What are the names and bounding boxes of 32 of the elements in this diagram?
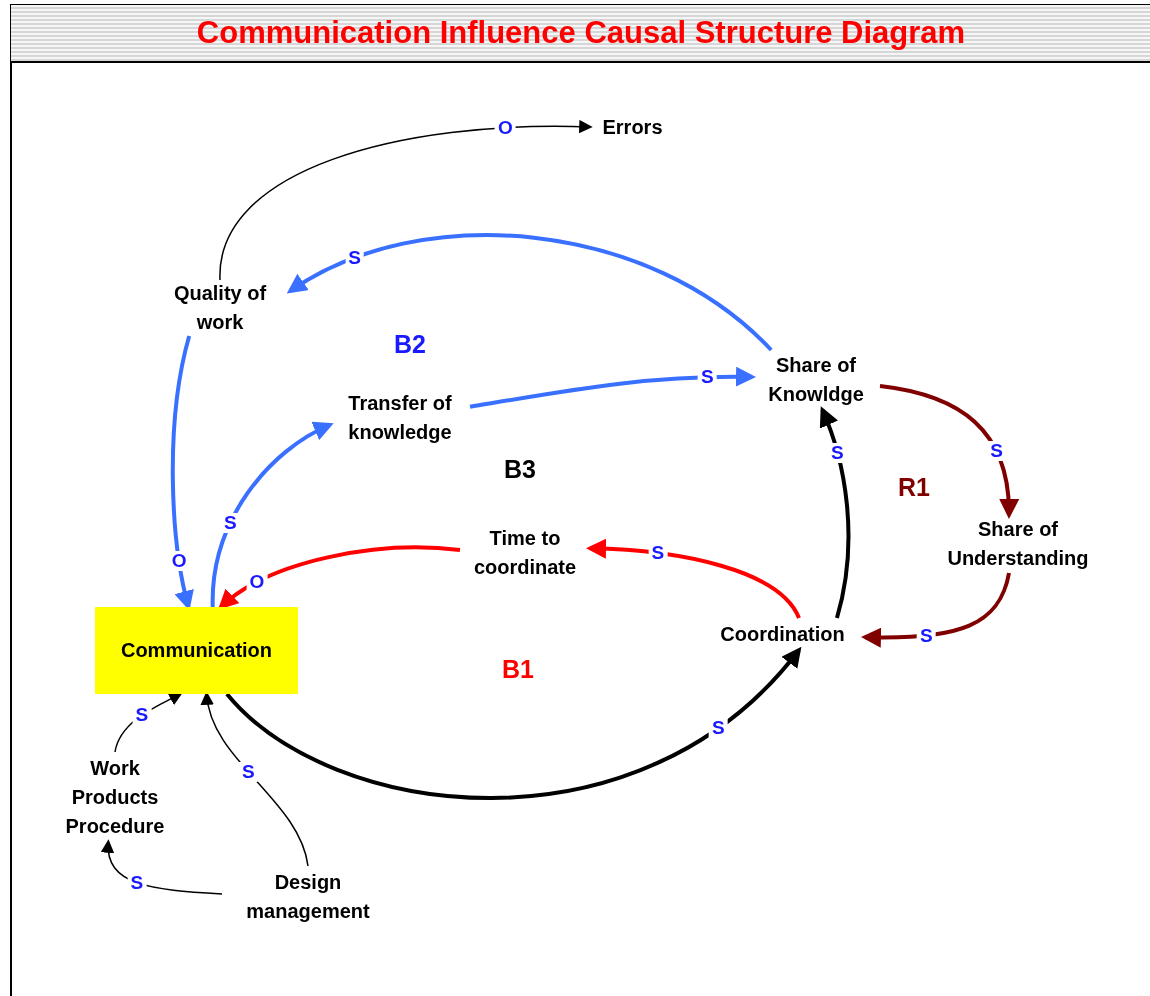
loop-label: B2 xyxy=(394,329,426,361)
variable-name: Communication xyxy=(120,638,273,663)
edge-label: S xyxy=(132,705,152,726)
title: Communication Influence Causal Structure Diagram xyxy=(196,13,966,52)
variable-name: Errors xyxy=(602,114,663,140)
variable-box xyxy=(95,607,298,694)
variable-name: Quality of work xyxy=(172,281,268,335)
edge-label: S xyxy=(239,762,258,783)
arrow xyxy=(469,366,756,409)
variable-name: Time to coordinate xyxy=(472,526,578,580)
edge-label: O xyxy=(246,572,268,593)
arrow xyxy=(210,422,334,608)
variable-name: Work Products Procedure xyxy=(64,755,166,839)
loop-label: B3 xyxy=(504,454,536,486)
variable-name: Share of Knowldge xyxy=(767,353,865,407)
variable-name: Design management xyxy=(245,870,371,924)
variable-name: Coordination xyxy=(720,621,845,647)
edge-label: S xyxy=(709,718,728,739)
arrow xyxy=(219,120,593,281)
arrow xyxy=(879,384,1019,519)
variable-name: Transfer of knowledge xyxy=(347,391,453,445)
variable-name: Share of Understanding xyxy=(946,517,1090,571)
arrow xyxy=(286,233,773,352)
arrow xyxy=(217,545,461,610)
loop-label: B1 xyxy=(502,654,534,686)
arrow xyxy=(586,538,801,619)
loop-label: R1 xyxy=(898,472,930,504)
arrow xyxy=(861,572,1011,648)
arrow xyxy=(101,839,223,895)
arrow xyxy=(819,406,851,619)
edge-label: S xyxy=(220,513,240,534)
arrow xyxy=(225,647,802,800)
